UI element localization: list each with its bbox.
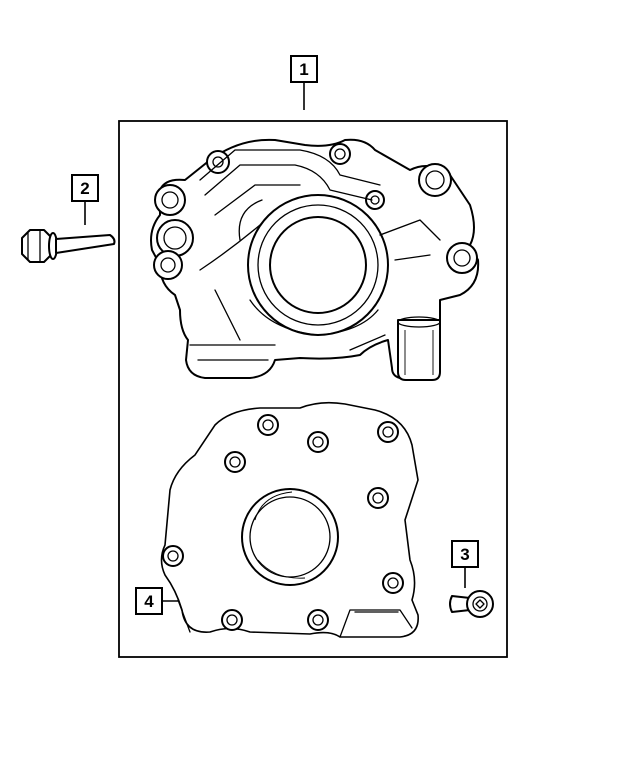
oil-pump-icon[interactable] xyxy=(150,138,480,381)
pump-cover-plate-icon[interactable] xyxy=(160,401,419,638)
screw-icon[interactable] xyxy=(449,590,494,618)
callout-4-label: 4 xyxy=(144,592,154,611)
flange-bolt-icon[interactable] xyxy=(21,229,116,263)
assembly-frame xyxy=(118,120,508,658)
callout-3-label: 3 xyxy=(460,545,469,564)
callout-1[interactable]: 1 xyxy=(290,55,318,110)
callout-2-label: 2 xyxy=(80,179,89,198)
callout-3[interactable]: 3 xyxy=(451,540,479,588)
callout-1-label: 1 xyxy=(299,60,308,79)
cover-bolt-holes xyxy=(162,414,404,631)
callout-2[interactable]: 2 xyxy=(71,174,99,225)
